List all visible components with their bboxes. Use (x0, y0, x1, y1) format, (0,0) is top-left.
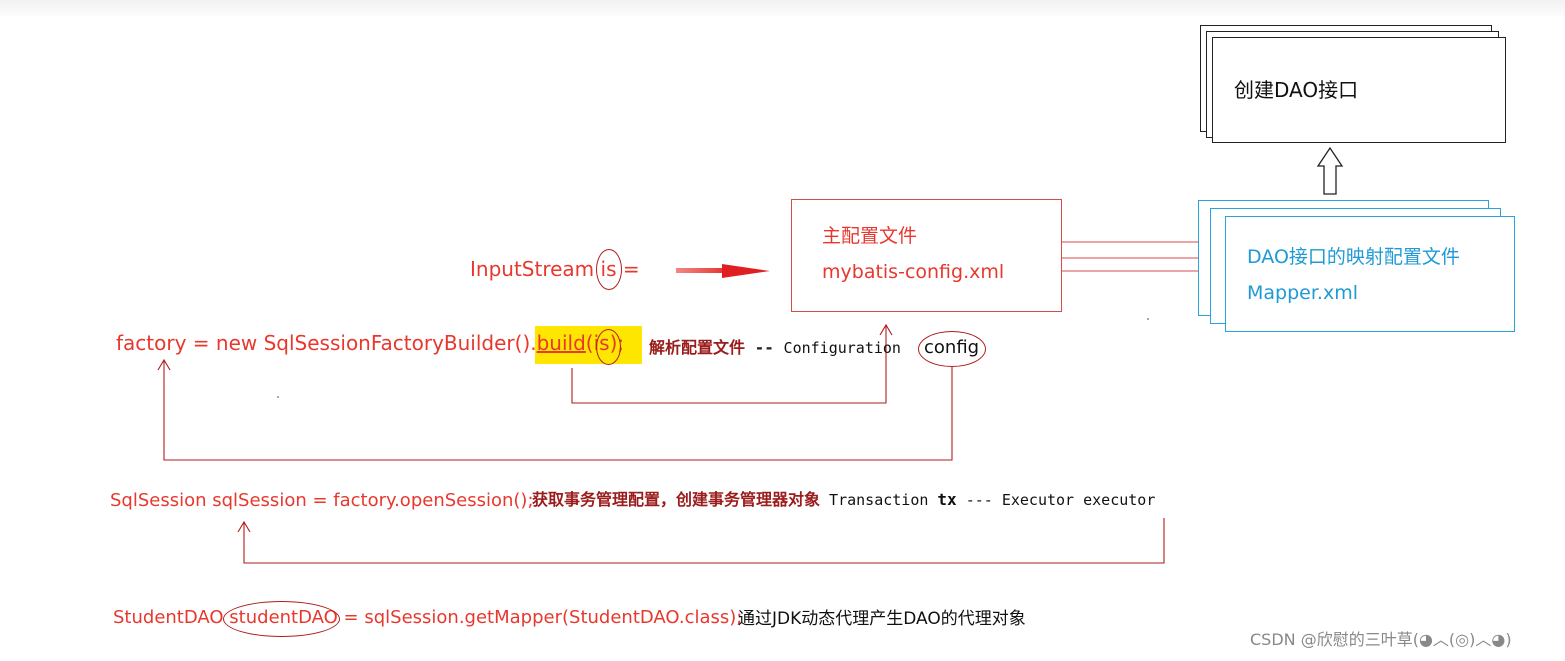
proxy-note: 通过JDK动态代理产生DAO的代理对象 (738, 609, 1026, 629)
transaction-annotation: 获取事务管理配置，创建事务管理器对象 Transaction tx --- Ex… (532, 492, 1155, 508)
factory-line: factory = new SqlSessionFactoryBuilder()… (116, 333, 624, 353)
circle-is (596, 249, 622, 290)
circle-studentdao (223, 601, 340, 637)
config-box: 主配置文件 mybatis-config.xml (791, 199, 1062, 312)
parse-config-annotation: 解析配置文件 -- Configuration (649, 340, 901, 356)
configuration-type: Configuration (783, 339, 901, 357)
stack-box-front: 创建DAO接口 (1212, 37, 1506, 143)
studentdao-line: StudentDAO studentDAO = sqlSession.getMa… (113, 609, 742, 627)
build-highlight (535, 326, 642, 364)
stack-box-label: 创建DAO接口 (1234, 78, 1359, 102)
parse-config-note: 解析配置文件 (649, 338, 746, 357)
csdn-watermark: CSDN @欣慰的三叶草(◕︿(◎)︿◕) (1250, 630, 1512, 649)
arrow-inputstream-to-config (676, 264, 770, 278)
loop-config-to-factory (157, 358, 953, 461)
circle-build-is (596, 329, 621, 365)
transaction-type: Transaction (820, 491, 938, 509)
executor-text: --- Executor executor (956, 491, 1156, 509)
tx-var: tx (937, 490, 957, 509)
build-method: build (536, 331, 586, 355)
inputstream-equals: = (616, 257, 640, 281)
open-paren: ( (585, 331, 594, 355)
transaction-note: 获取事务管理配置，创建事务管理器对象 (532, 490, 821, 509)
top-shadow-band (0, 0, 1565, 18)
stray-dot (1147, 318, 1149, 320)
mapper-box-front: DAO接口的映射配置文件 Mapper.xml (1225, 216, 1515, 332)
circle-config (918, 331, 986, 367)
mapper-box-title: DAO接口的映射配置文件 (1247, 246, 1460, 268)
sqlsession-code: SqlSession sqlSession = factory.openSess… (110, 490, 534, 511)
factory-assignment: factory = new SqlSessionFactoryBuilder()… (116, 331, 537, 355)
loop-build-to-config (571, 323, 893, 404)
arrow-sep: -- (745, 338, 784, 357)
mapper-box-filename: Mapper.xml (1247, 282, 1358, 304)
loop-executor-to-sqlsession (237, 518, 1165, 564)
config-box-title: 主配置文件 (822, 225, 918, 247)
stray-dot (277, 396, 279, 398)
hollow-up-arrow (1316, 146, 1344, 195)
getmapper-call: = sqlSession.getMapper(StudentDAO.class)… (337, 607, 743, 628)
inputstream-type: InputStream (470, 257, 601, 281)
studentdao-type: StudentDAO (113, 607, 230, 628)
config-box-filename: mybatis-config.xml (822, 261, 1005, 283)
